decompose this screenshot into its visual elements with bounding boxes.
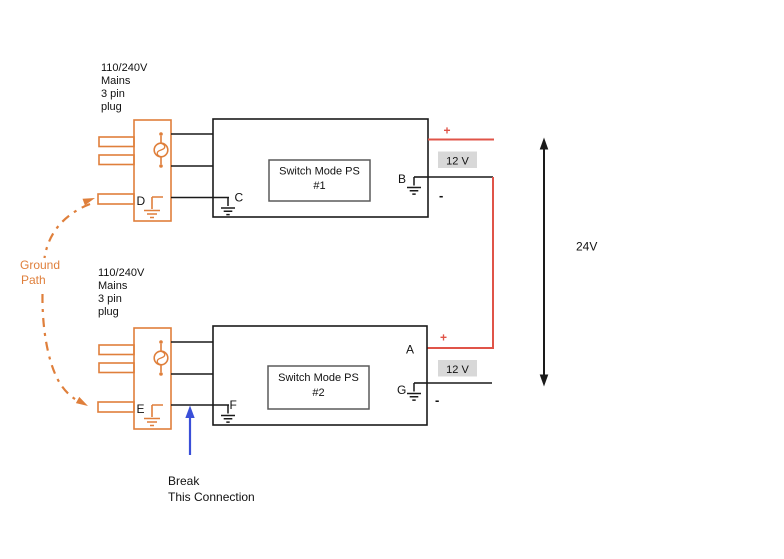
pin-label-a: A: [406, 343, 414, 357]
psu1: Switch Mode PS #1 C B: [212, 118, 429, 218]
psu1-minus-sign: -: [439, 188, 443, 203]
mains-caption-2: 110/240V Mains 3 pin plug: [98, 267, 145, 318]
psu2-label-box: [267, 365, 370, 410]
earth-ground-icon: [406, 382, 422, 401]
psu2-number: #2: [312, 387, 324, 399]
ground-path-annotation: Ground Path: [20, 198, 95, 406]
caption-line: plug: [98, 306, 119, 318]
psu2-output: + 12 V -: [427, 331, 492, 408]
psu2-enclosure: [212, 325, 428, 426]
pin-label-e: E: [137, 402, 145, 416]
psu1-label-box: [268, 159, 371, 202]
psu2-voltage: 12 V: [446, 364, 469, 376]
three-pin-plug-icon: [97, 327, 172, 430]
pin-label-b: B: [398, 172, 406, 186]
arrowhead-up-icon: [539, 137, 549, 150]
series-link-wire: [427, 177, 494, 349]
psu1-voltage: 12 V: [446, 156, 469, 168]
arrowhead-up-icon: [185, 405, 195, 418]
caption-line: plug: [101, 101, 122, 113]
three-pin-plug-icon: [97, 119, 172, 222]
break-connection-annotation: Break This Connection: [168, 405, 255, 504]
earth-ground-icon: [220, 196, 236, 216]
caption-line: 110/240V: [98, 267, 145, 279]
ground-path-label: Ground: [20, 258, 60, 272]
mains-wires-1: [171, 133, 229, 199]
pin-label-g: G: [397, 383, 406, 397]
psu2-plus-sign: +: [440, 331, 447, 345]
break-note-label: This Connection: [168, 490, 255, 504]
caption-line: 3 pin: [98, 293, 122, 305]
psu1-plus-sign: +: [444, 124, 451, 138]
caption-line: Mains: [98, 280, 128, 292]
psu2-voltage-badge: [438, 360, 477, 377]
caption-line: Mains: [101, 75, 131, 87]
psu1-enclosure: [212, 118, 429, 218]
total-voltage-label: 24V: [576, 240, 597, 254]
arrowhead-icon: [75, 396, 88, 406]
psu1-output: + 12 V -: [428, 124, 494, 203]
pin-label-c: C: [235, 191, 244, 205]
pin-label-d: D: [137, 194, 146, 208]
psu2-minus-sign: -: [435, 393, 439, 408]
psu2-title: Switch Mode PS: [278, 372, 359, 384]
caption-line: 110/240V: [101, 62, 148, 74]
pin-label-f: F: [230, 398, 237, 412]
psu2: Switch Mode PS #2 F A G: [212, 325, 428, 426]
total-voltage-arrow: 24V: [539, 137, 597, 387]
arrowhead-icon: [82, 198, 95, 206]
psu1-title: Switch Mode PS: [279, 166, 360, 178]
psu1-number: #1: [313, 180, 325, 192]
arrowhead-down-icon: [539, 374, 549, 387]
ground-path-label: Path: [21, 273, 46, 287]
mains-caption-1: 110/240V Mains 3 pin plug: [101, 62, 148, 113]
break-note-label: Break: [168, 474, 200, 488]
earth-ground-icon: [406, 176, 422, 195]
psu1-voltage-badge: [438, 151, 477, 168]
caption-line: 3 pin: [101, 88, 125, 100]
mains-wires-2: [171, 341, 229, 406]
